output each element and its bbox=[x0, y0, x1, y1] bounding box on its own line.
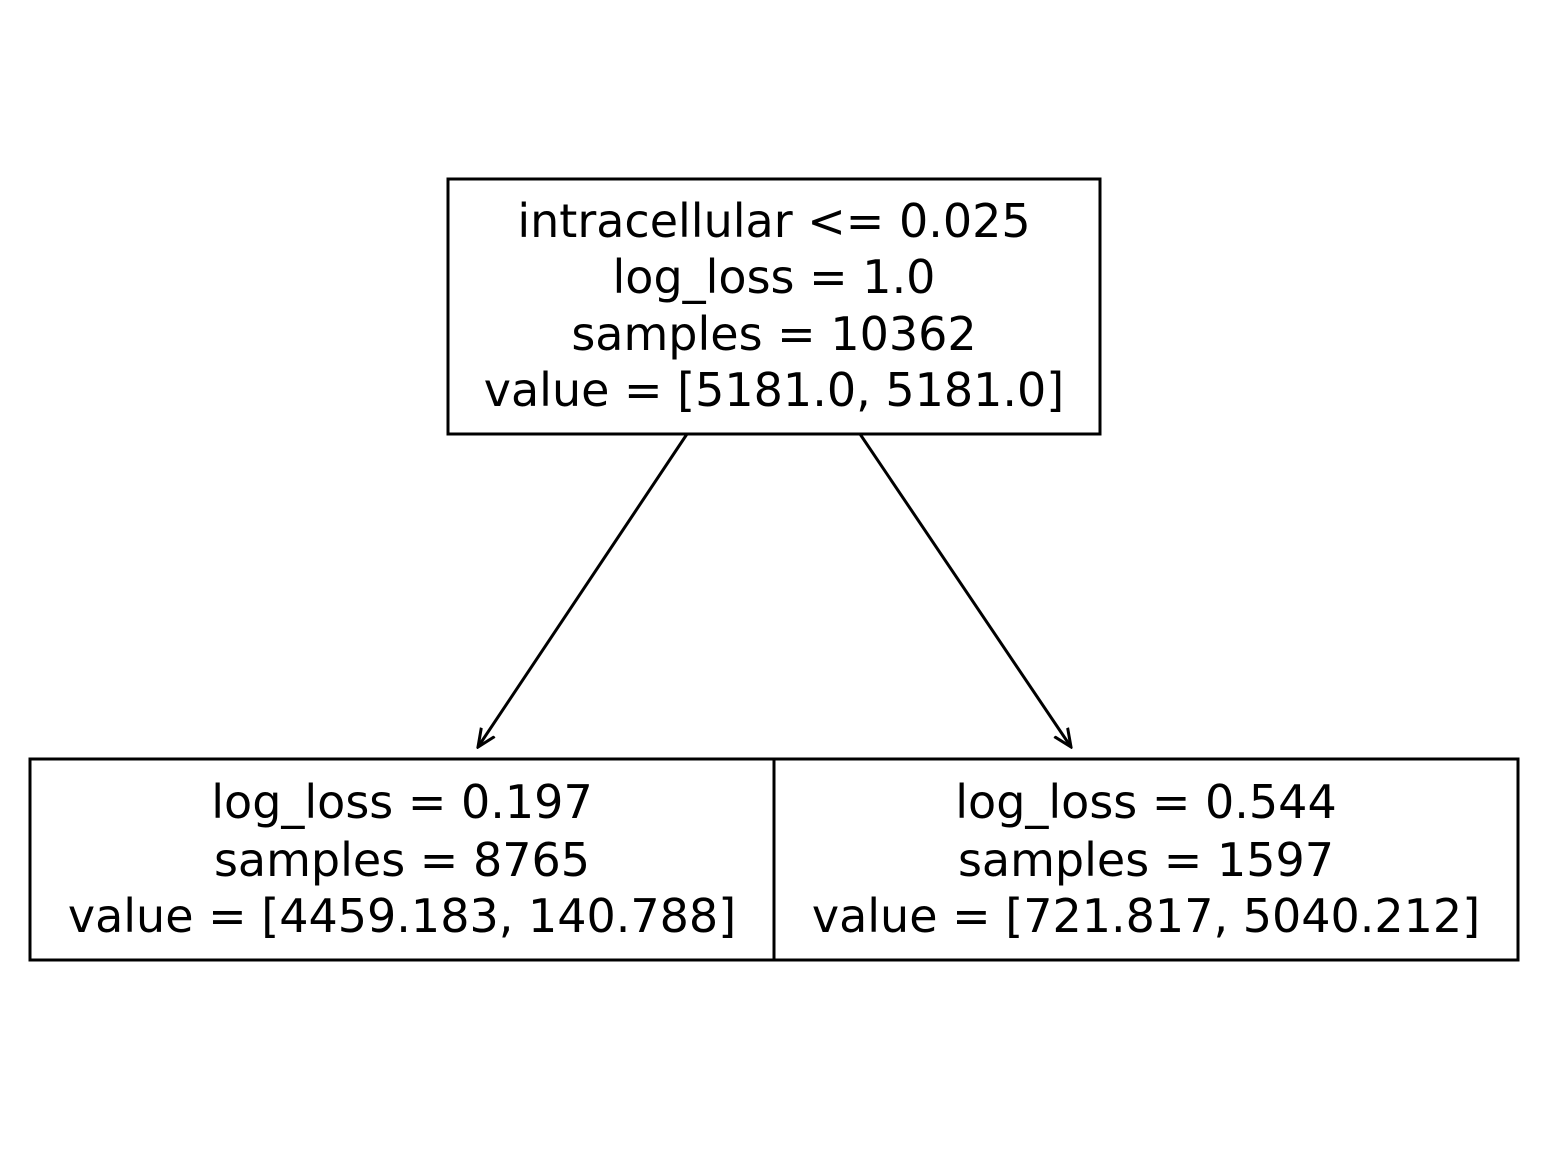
right-leaf-line-samples: samples = 1597 bbox=[958, 833, 1334, 887]
left-leaf-line-samples: samples = 8765 bbox=[214, 833, 590, 887]
left-leaf-line-value: value = [4459.183, 140.788] bbox=[68, 889, 736, 943]
left-leaf-node-box bbox=[28, 757, 776, 962]
left-leaf-line-log-loss: log_loss = 0.197 bbox=[211, 775, 592, 829]
right-leaf-line-log-loss: log_loss = 0.544 bbox=[955, 775, 1336, 829]
edge-root-to-right bbox=[858, 433, 1071, 747]
root-node-line-log-loss: log_loss = 1.0 bbox=[613, 250, 936, 304]
root-node-line-samples: samples = 10362 bbox=[571, 307, 976, 361]
right-leaf-line-value: value = [721.817, 5040.212] bbox=[812, 889, 1480, 943]
right-leaf-node: log_loss = 0.544 samples = 1597 value = … bbox=[772, 757, 1520, 962]
edge-root-to-left bbox=[478, 433, 689, 747]
root-node-box bbox=[446, 177, 1102, 436]
right-leaf-node-box bbox=[772, 757, 1520, 962]
root-node-line-value: value = [5181.0, 5181.0] bbox=[484, 363, 1064, 417]
root-node: intracellular <= 0.025 log_loss = 1.0 sa… bbox=[446, 177, 1102, 436]
left-leaf-node: log_loss = 0.197 samples = 8765 value = … bbox=[28, 757, 776, 962]
root-node-line-split: intracellular <= 0.025 bbox=[517, 194, 1030, 248]
